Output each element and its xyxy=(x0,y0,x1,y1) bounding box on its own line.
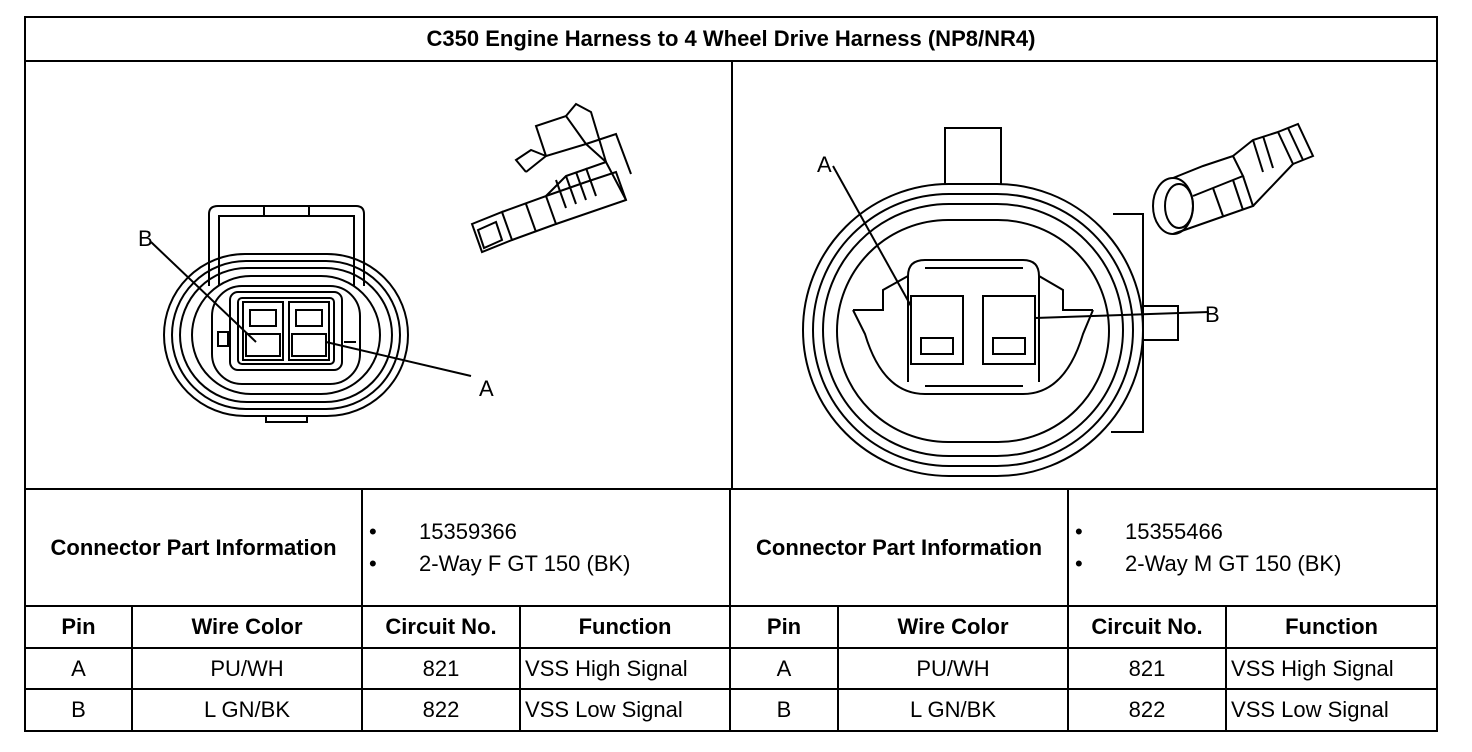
right-header-function: Function xyxy=(1225,605,1437,649)
female-connector-iso-illustration xyxy=(470,102,632,254)
left-header-pin: Pin xyxy=(26,605,133,649)
left-row-b-pin: B xyxy=(26,688,133,730)
left-row-b-circuit: 822 xyxy=(361,688,522,730)
left-row-a-circuit: 821 xyxy=(361,647,522,690)
left-part-info-label: Connector Part Information xyxy=(26,490,364,607)
right-row-b-circuit: 822 xyxy=(1067,688,1228,730)
left-part-info-list: 15359366 2-Way F GT 150 (BK) xyxy=(361,490,732,607)
connector-sheet: C350 Engine Harness to 4 Wheel Drive Har… xyxy=(24,16,1438,732)
right-part-number: 15355466 xyxy=(1075,519,1436,545)
table-row: A PU/WH 821 VSS High Signal A PU/WH 821 … xyxy=(26,647,1437,690)
table-header-row: Pin Wire Color Circuit No. Function Pin … xyxy=(26,605,1437,649)
right-row-b-wire-color: L GN/BK xyxy=(837,688,1070,730)
male-connector-face: A B xyxy=(802,122,1315,477)
sheet-title: C350 Engine Harness to 4 Wheel Drive Har… xyxy=(26,18,1436,62)
right-header-wire-color: Wire Color xyxy=(837,605,1070,649)
left-header-circuit: Circuit No. xyxy=(361,605,522,649)
right-row-a-pin: A xyxy=(729,647,840,690)
left-row-a-pin: A xyxy=(26,647,133,690)
right-row-b-function: VSS Low Signal xyxy=(1225,688,1437,730)
left-row-a-function: VSS High Signal xyxy=(519,647,732,690)
divider-horizontal xyxy=(26,488,1436,490)
left-part-number: 15359366 xyxy=(369,519,729,545)
right-row-a-function: VSS High Signal xyxy=(1225,647,1437,690)
female-connector-face: B A xyxy=(138,102,632,423)
table-row: B L GN/BK 822 VSS Low Signal B L GN/BK 8… xyxy=(26,688,1437,730)
female-pin-b-label: B xyxy=(138,226,153,251)
female-pin-a-label: A xyxy=(479,376,494,401)
left-row-b-wire-color: L GN/BK xyxy=(130,688,364,730)
right-header-pin: Pin xyxy=(729,605,840,649)
right-row-a-circuit: 821 xyxy=(1067,647,1228,690)
female-connector-diagram: B A xyxy=(26,64,731,488)
male-connector-iso-illustration xyxy=(1152,122,1315,235)
male-pin-b-label: B xyxy=(1205,302,1220,327)
left-part-description: 2-Way F GT 150 (BK) xyxy=(369,551,729,577)
part-info-row: Connector Part Information 15359366 2-Wa… xyxy=(26,490,1437,607)
right-part-info-list: 15355466 2-Way M GT 150 (BK) xyxy=(1067,490,1437,607)
left-row-a-wire-color: PU/WH xyxy=(130,647,364,690)
right-row-b-pin: B xyxy=(729,688,840,730)
right-header-circuit: Circuit No. xyxy=(1067,605,1228,649)
right-part-info-label: Connector Part Information xyxy=(729,490,1070,607)
right-row-a-wire-color: PU/WH xyxy=(837,647,1070,690)
left-row-b-function: VSS Low Signal xyxy=(519,688,732,730)
right-part-description: 2-Way M GT 150 (BK) xyxy=(1075,551,1436,577)
male-pin-a-label: A xyxy=(817,152,832,177)
divider-vertical xyxy=(731,62,733,488)
male-connector-diagram: A B xyxy=(733,64,1438,488)
left-header-function: Function xyxy=(519,605,732,649)
left-header-wire-color: Wire Color xyxy=(130,605,364,649)
pinout-table: Connector Part Information 15359366 2-Wa… xyxy=(26,490,1437,730)
